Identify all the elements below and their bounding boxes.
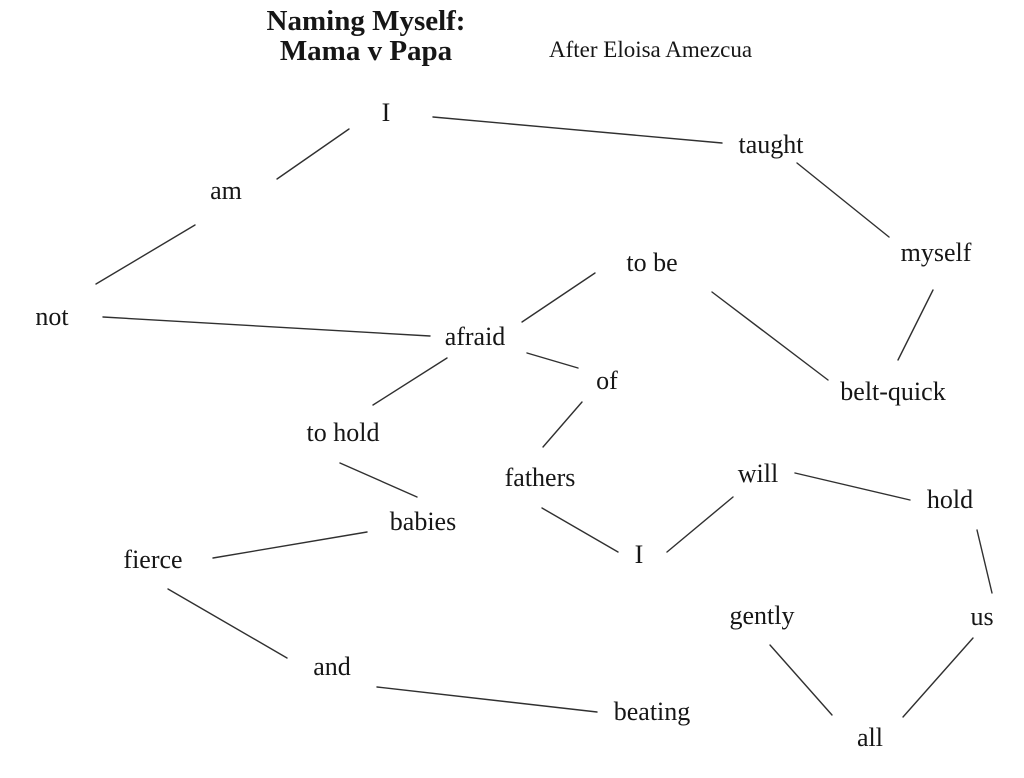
poem-word-gently: gently bbox=[729, 601, 795, 630]
edge-i-top-taught bbox=[432, 116, 723, 144]
poem-word-us: us bbox=[970, 602, 994, 631]
poem-word-am: am bbox=[210, 176, 242, 205]
poem-title-line2: Mama v Papa bbox=[279, 35, 453, 67]
poem-word-all: all bbox=[857, 723, 883, 752]
poem-word-and: and bbox=[313, 652, 351, 681]
poem-word-to-hold: to hold bbox=[306, 418, 380, 447]
edge-to-hold-babies bbox=[339, 462, 418, 498]
edge-to-be-belt-quick bbox=[711, 291, 829, 381]
edge-hold-us bbox=[976, 529, 993, 594]
poem-word-to-be: to be bbox=[626, 248, 678, 277]
poem-word-fathers: fathers bbox=[504, 463, 576, 492]
poem-word-i-top: I bbox=[381, 98, 391, 127]
poem-word-afraid: afraid bbox=[444, 322, 506, 351]
poem-word-hold: hold bbox=[926, 485, 974, 514]
edge-us-all bbox=[902, 637, 974, 718]
poem-attribution: After Eloisa Amezcua bbox=[549, 37, 753, 62]
poem-word-will: will bbox=[737, 459, 779, 488]
poem-word-of: of bbox=[596, 366, 618, 395]
edge-i-mid-will bbox=[666, 496, 734, 553]
edge-and-beating bbox=[376, 686, 598, 713]
poem-title: Naming Myself: Mama v Papa bbox=[267, 6, 466, 66]
edge-am-i-top bbox=[276, 128, 350, 180]
poem-word-myself: myself bbox=[900, 238, 972, 267]
edge-not-afraid bbox=[102, 316, 431, 337]
poem-word-fierce: fierce bbox=[123, 545, 183, 574]
edge-gently-all bbox=[769, 644, 833, 716]
edge-not-am bbox=[95, 224, 196, 285]
poem-word-taught: taught bbox=[738, 130, 804, 159]
edge-taught-myself bbox=[796, 162, 890, 238]
edge-of-fathers bbox=[542, 401, 583, 448]
edge-will-hold bbox=[794, 472, 911, 501]
edge-fierce-and bbox=[167, 588, 288, 659]
poem-title-line1: Naming Myself: bbox=[266, 5, 466, 37]
edge-fierce-babies bbox=[212, 531, 368, 559]
edge-afraid-to-hold bbox=[372, 357, 448, 406]
poem-word-i-mid: I bbox=[634, 540, 644, 569]
poem-word-belt-quick: belt-quick bbox=[840, 377, 946, 406]
edge-fathers-i-mid bbox=[541, 507, 619, 553]
poem-word-not: not bbox=[35, 302, 69, 331]
edge-myself-belt-quick bbox=[897, 289, 934, 361]
edge-afraid-to-be bbox=[521, 272, 596, 323]
edge-afraid-of bbox=[526, 352, 579, 369]
poem-word-beating: beating bbox=[613, 697, 691, 726]
poem-word-babies: babies bbox=[389, 507, 457, 536]
